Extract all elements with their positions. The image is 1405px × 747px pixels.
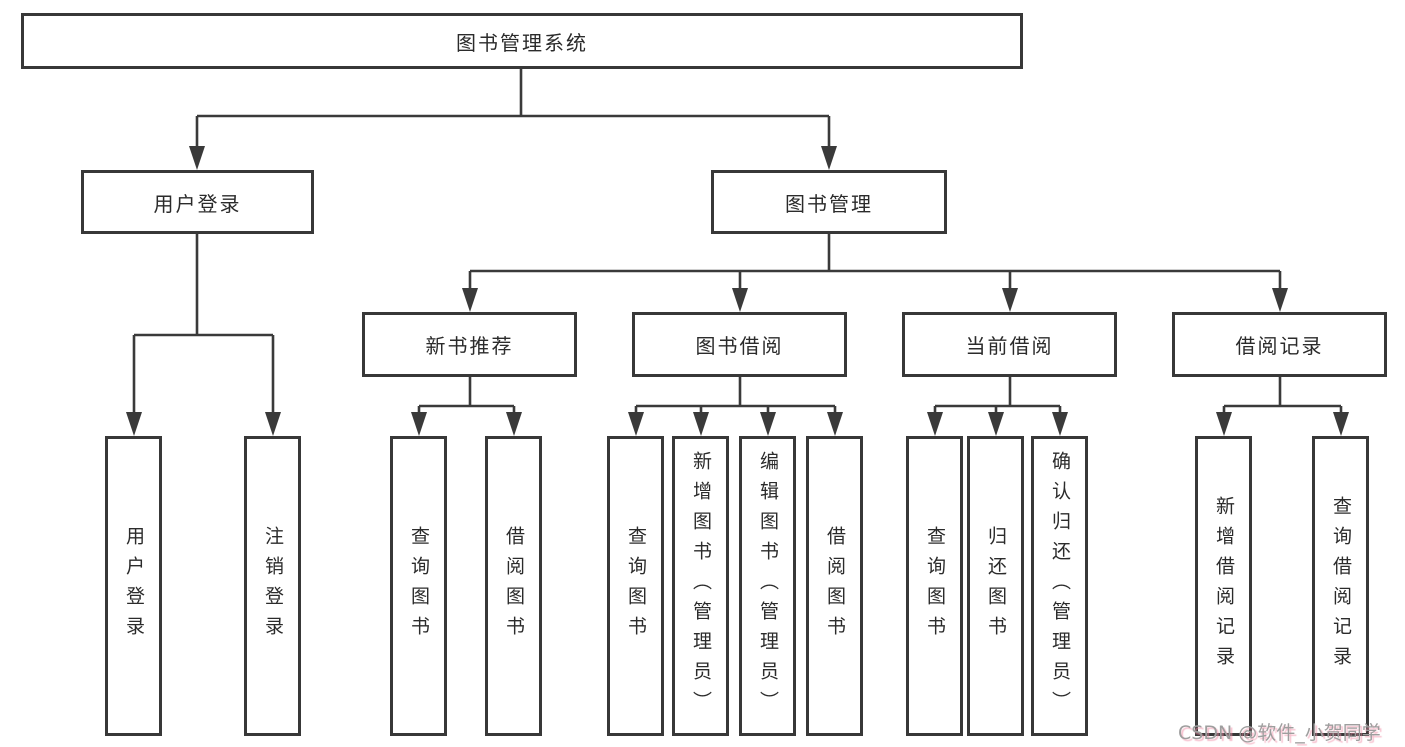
leaf-add-books-admin: 新增图书（管理员） xyxy=(672,436,729,736)
node-label: 查询图书 xyxy=(924,526,946,646)
node-label: 用户登录 xyxy=(153,191,242,216)
arrow-head xyxy=(462,288,478,312)
node-label: 查询图书 xyxy=(408,526,430,646)
arrow-head xyxy=(1216,412,1232,436)
leaf-query-books: 查询图书 xyxy=(390,436,447,736)
node-label: 归还图书 xyxy=(985,526,1007,646)
node-label: 查询图书 xyxy=(625,526,647,646)
node-label: 借阅图书 xyxy=(824,526,846,646)
node-current-borrow: 当前借阅 xyxy=(902,312,1117,377)
arrow-head xyxy=(693,412,709,436)
leaf-borrow-books: 借阅图书 xyxy=(485,436,542,736)
arrow-head xyxy=(628,412,644,436)
node-label: 图书管理系统 xyxy=(456,30,588,55)
arrow-head xyxy=(1052,412,1068,436)
leaf-query-books: 查询图书 xyxy=(607,436,664,736)
node-label: 用户登录 xyxy=(123,526,145,646)
arrow-head xyxy=(827,412,843,436)
node-label: 图书借阅 xyxy=(695,334,784,358)
node-label: 编辑图书（管理员） xyxy=(757,451,779,721)
node-borrow-records: 借阅记录 xyxy=(1172,312,1387,377)
node-label: 图书管理 xyxy=(785,191,873,216)
arrow-head xyxy=(1272,288,1288,312)
arrow-head xyxy=(821,146,837,170)
arrow-head xyxy=(760,412,776,436)
node-label: 当前借阅 xyxy=(965,334,1054,358)
leaf-query-borrow-record: 查询借阅记录 xyxy=(1312,436,1369,736)
arrow-head xyxy=(988,412,1004,436)
node-book-management: 图书管理 xyxy=(711,170,947,234)
node-label: 注销登录 xyxy=(262,526,284,646)
node-root-library-system: 图书管理系统 xyxy=(21,13,1023,69)
node-new-book-recommend: 新书推荐 xyxy=(362,312,577,377)
node-user-login: 用户登录 xyxy=(81,170,314,234)
node-label: 新增借阅记录 xyxy=(1213,496,1235,676)
arrow-head xyxy=(265,412,281,436)
node-label: 新增图书（管理员） xyxy=(690,451,712,721)
node-label: 借阅记录 xyxy=(1235,334,1324,358)
arrow-head xyxy=(927,412,943,436)
node-book-borrow: 图书借阅 xyxy=(632,312,847,377)
leaf-query-books: 查询图书 xyxy=(906,436,963,736)
leaf-add-borrow-record: 新增借阅记录 xyxy=(1195,436,1252,736)
node-label: 确认归还（管理员） xyxy=(1049,451,1071,721)
arrow-head xyxy=(126,412,142,436)
arrow-head xyxy=(1002,288,1018,312)
leaf-return-books: 归还图书 xyxy=(967,436,1024,736)
leaf-borrow-books: 借阅图书 xyxy=(806,436,863,736)
node-label: 新书推荐 xyxy=(425,334,514,358)
leaf-confirm-return-admin: 确认归还（管理员） xyxy=(1031,436,1088,736)
arrow-head xyxy=(732,288,748,312)
arrow-head xyxy=(411,412,427,436)
arrow-head xyxy=(189,146,205,170)
arrow-head xyxy=(506,412,522,436)
leaf-edit-books-admin: 编辑图书（管理员） xyxy=(739,436,796,736)
node-label: 借阅图书 xyxy=(503,526,525,646)
node-label: 查询借阅记录 xyxy=(1330,496,1352,676)
csdn-watermark: CSDN @软件_小贺同学 xyxy=(1178,722,1381,744)
arrow-head xyxy=(1333,412,1349,436)
leaf-user-login: 用户登录 xyxy=(105,436,162,736)
leaf-logout: 注销登录 xyxy=(244,436,301,736)
